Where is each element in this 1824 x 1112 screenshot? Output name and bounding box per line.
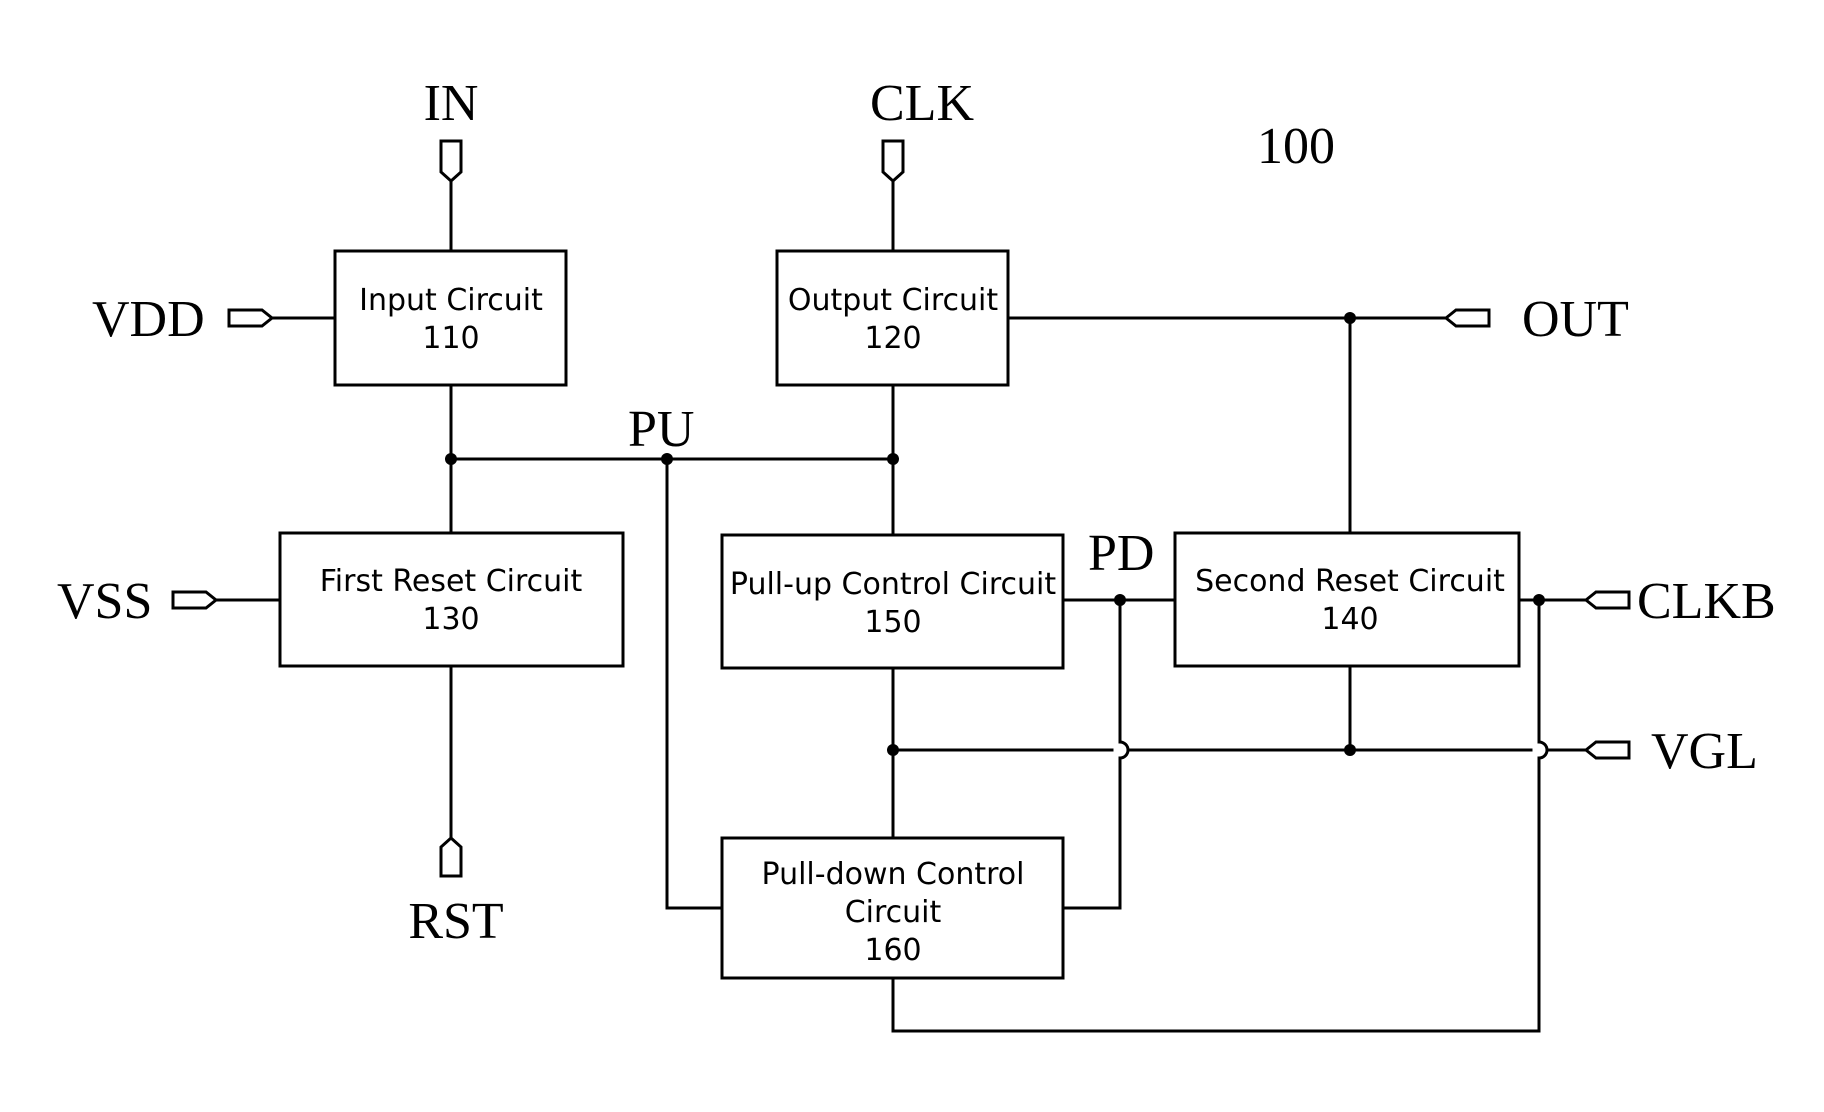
rst-pin-icon: [441, 838, 461, 876]
label-rst: RST: [408, 893, 503, 950]
block-pullup-control-circuit: Pull-up Control Circuit 150: [722, 535, 1063, 668]
block-pulldown-control-circuit: Pull-down Control Circuit 160: [722, 838, 1063, 978]
block-input-circuit: Input Circuit 110: [335, 251, 566, 385]
block-output-number: 120: [864, 321, 921, 356]
label-vdd: VDD: [92, 291, 205, 348]
junction-dot: [887, 453, 899, 465]
label-vss: VSS: [57, 573, 152, 630]
figure-number: 100: [1257, 118, 1335, 175]
block-pullup-name: Pull-up Control Circuit: [730, 567, 1056, 602]
label-clk: CLK: [870, 75, 974, 132]
block-output-name: Output Circuit: [788, 283, 999, 318]
in-pin-icon: [441, 141, 461, 181]
block-first-reset-name: First Reset Circuit: [320, 564, 583, 599]
wire-pu-to-pulldown: [667, 459, 722, 908]
out-pin-icon: [1446, 310, 1489, 326]
clk-pin-icon: [883, 141, 903, 181]
junction-dot: [1114, 594, 1126, 606]
block-pulldown-number: 160: [864, 933, 921, 968]
block-pulldown-name-line1: Pull-down Control: [762, 857, 1025, 892]
junction-dot: [887, 744, 899, 756]
junction-dot: [1344, 312, 1356, 324]
block-first-reset-circuit: First Reset Circuit 130: [280, 533, 623, 666]
label-vgl: VGL: [1651, 723, 1758, 780]
label-pd: PD: [1088, 525, 1154, 582]
block-pullup-number: 150: [864, 605, 921, 640]
junction-dot: [445, 453, 457, 465]
block-second-reset-number: 140: [1321, 602, 1378, 637]
vgl-pin-icon: [1586, 742, 1629, 758]
block-input-name: Input Circuit: [359, 283, 543, 318]
signal-labels: IN CLK 100 VDD OUT PU PD VSS CLKB VGL RS…: [57, 75, 1776, 950]
junction-dot: [1533, 594, 1545, 606]
block-input-number: 110: [422, 321, 479, 356]
label-clkb: CLKB: [1637, 573, 1776, 630]
vss-pin-icon: [173, 592, 216, 608]
block-pulldown-name-line2: Circuit: [845, 895, 942, 930]
block-second-reset-name: Second Reset Circuit: [1195, 564, 1505, 599]
block-first-reset-number: 130: [422, 602, 479, 637]
label-pu: PU: [628, 401, 694, 458]
block-output-circuit: Output Circuit 120: [777, 251, 1008, 385]
label-out: OUT: [1522, 291, 1629, 348]
vdd-pin-icon: [229, 310, 272, 326]
wire-pd-to-pulldown: [1063, 600, 1128, 908]
label-in: IN: [424, 75, 479, 132]
clkb-pin-icon: [1586, 592, 1629, 608]
block-second-reset-circuit: Second Reset Circuit 140: [1175, 533, 1519, 666]
junction-dot: [1344, 744, 1356, 756]
